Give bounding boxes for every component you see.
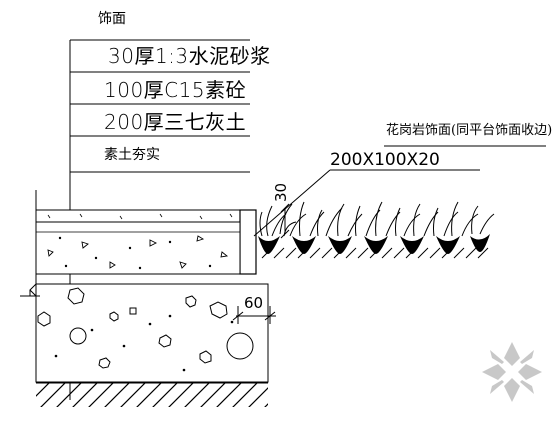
layer-label-lime-soil: 200厚三七灰土: [104, 110, 247, 134]
granite-edge-stone: [239, 209, 257, 275]
dim-gap-label: 60: [244, 294, 264, 312]
layer-label-compacted-soil: 素土夯实: [104, 147, 160, 163]
concrete-layer: [35, 221, 241, 275]
dim-depth: [280, 203, 290, 239]
layer-label-concrete: 100厚C15素砼: [104, 78, 247, 102]
granite-leader: [253, 145, 546, 237]
earth-hatch: [36, 382, 268, 407]
mortar-layer: [35, 209, 252, 223]
dim-gap: [232, 306, 276, 324]
watermark-logo: [482, 342, 542, 402]
stone-size-label: 200X100X20: [330, 150, 440, 170]
callout-title: 饰面: [98, 11, 126, 27]
grass-symbol: [258, 201, 495, 254]
dim-depth-label: 30: [272, 182, 290, 202]
lime-soil-layer: [20, 283, 269, 383]
layer-label-mortar: 30厚1:3水泥砂浆: [108, 44, 271, 68]
granite-note: 花岗岩饰面(同平台饰面收边): [386, 123, 553, 138]
